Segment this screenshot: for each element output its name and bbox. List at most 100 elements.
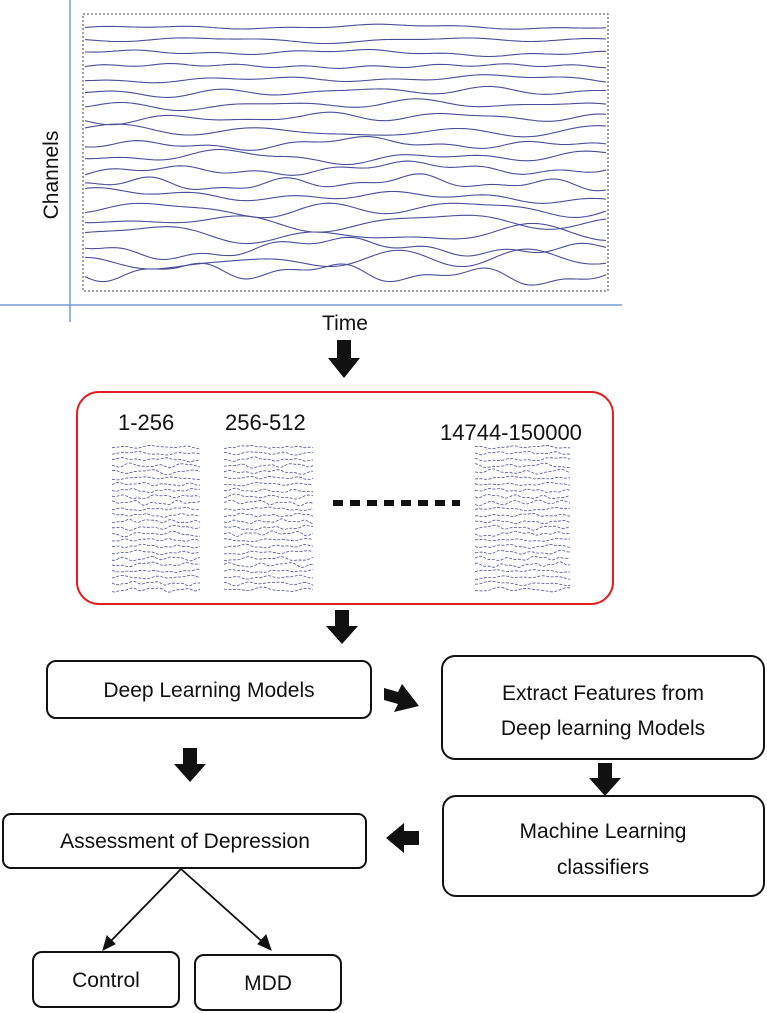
- arrow-right-diag: [384, 684, 419, 712]
- branch-arrowhead-control: [102, 935, 116, 951]
- window-1-trace-17: [111, 543, 201, 549]
- window-2-trace-21: [223, 569, 314, 573]
- eeg-trace-17: [84, 222, 607, 245]
- window-1-trace-15: [111, 530, 201, 538]
- arrow-left: [386, 823, 419, 853]
- eeg-trace-10: [84, 135, 607, 151]
- window-3-trace-21: [474, 569, 571, 574]
- window-3-trace-23: [475, 580, 571, 586]
- window-1-trace-11: [112, 507, 201, 511]
- control-label: Control: [72, 969, 140, 992]
- window-1-trace-18: [111, 549, 201, 556]
- window-2-trace-5: [223, 469, 314, 475]
- branch-arrows: [102, 868, 272, 951]
- window-2-trace-1: [223, 444, 314, 450]
- branch-arrowhead-mdd: [257, 934, 272, 951]
- control-box: [32, 951, 180, 1008]
- window-1-trace-24: [111, 587, 201, 593]
- window-2-trace-8: [223, 487, 314, 493]
- window-1-trace-1: [111, 444, 201, 450]
- window-1-trace-9: [111, 494, 201, 499]
- window-1-trace-14: [112, 524, 201, 531]
- mdd-label: MDD: [244, 972, 292, 995]
- y-axis-label: Channels: [40, 131, 63, 220]
- window-3-trace-9: [474, 494, 571, 500]
- eeg-plot-frame: [82, 13, 609, 292]
- window-2-trace-20: [223, 562, 314, 568]
- window-1-trace-12: [111, 513, 200, 518]
- window-1-trace-8: [111, 488, 201, 494]
- window-1-trace-22: [111, 574, 201, 580]
- extract-features-label-line1: Extract Features from: [502, 682, 704, 705]
- eeg-trace-15: [84, 202, 607, 219]
- window-2-trace-6: [223, 475, 314, 480]
- window-3-trace-16: [474, 538, 571, 542]
- window-3-trace-19: [474, 555, 571, 561]
- branch-arrow-control: [106, 868, 182, 946]
- window-2-trace-24: [223, 586, 314, 592]
- window-2-trace-11: [223, 506, 314, 511]
- eeg-trace-2: [84, 37, 607, 45]
- eeg-trace-12: [84, 160, 607, 176]
- window-2-trace-14: [223, 524, 313, 531]
- window-3-trace-7: [474, 481, 571, 486]
- extract-features-label-line2: Deep learning Models: [501, 717, 705, 740]
- window-3-trace-4: [474, 462, 571, 469]
- window-label-1: 1-256: [118, 410, 174, 435]
- ml-classifiers-label-line1: Machine Learning: [520, 820, 687, 843]
- deep-learning-label: Deep Learning Models: [103, 679, 314, 702]
- window-traces-2: [223, 444, 314, 592]
- eeg-trace-13: [84, 173, 607, 192]
- window-2-trace-18: [223, 550, 314, 555]
- assessment-label: Assessment of Depression: [60, 830, 310, 853]
- arrow-down-2: [326, 610, 358, 644]
- arrow-down-1: [328, 340, 360, 378]
- eeg-trace-6: [84, 85, 607, 98]
- window-1-trace-23: [111, 580, 201, 587]
- window-2-trace-10: [223, 499, 314, 507]
- eeg-trace-1: [84, 23, 607, 30]
- eeg-trace-11: [85, 148, 607, 166]
- window-2-trace-3: [223, 456, 314, 462]
- window-3-trace-11: [474, 506, 571, 512]
- window-3-trace-17: [474, 543, 571, 549]
- eeg-trace-20: [84, 262, 607, 286]
- segmentation-box: 1-256 256-512 14744-150000: [76, 391, 614, 605]
- eeg-trace-14: [84, 187, 607, 204]
- arrow-down-4: [589, 763, 621, 796]
- window-2-trace-16: [224, 538, 314, 543]
- window-1-trace-21: [111, 568, 201, 573]
- window-3-trace-3: [474, 457, 571, 462]
- window-2-trace-13: [223, 518, 314, 525]
- window-3-trace-10: [474, 499, 571, 506]
- segmentation-border: [76, 391, 614, 605]
- eeg-trace-8: [84, 111, 607, 126]
- mdd-box: [194, 954, 342, 1011]
- window-2-trace-12: [223, 512, 314, 518]
- window-1-trace-6: [111, 476, 200, 481]
- window-1-trace-10: [111, 499, 201, 506]
- eeg-trace-9: [84, 123, 607, 138]
- window-3-trace-6: [474, 475, 571, 480]
- window-3-trace-20: [474, 561, 571, 569]
- window-2-trace-9: [223, 493, 314, 500]
- window-2-trace-19: [224, 556, 314, 561]
- window-1-trace-19: [111, 556, 201, 562]
- branch-arrow-mdd: [180, 868, 267, 946]
- window-2-trace-23: [223, 581, 314, 587]
- window-3-trace-24: [475, 586, 571, 593]
- window-3-trace-15: [474, 530, 571, 537]
- window-3-trace-14: [474, 524, 571, 531]
- window-2-trace-17: [224, 543, 314, 549]
- window-3-trace-12: [474, 512, 571, 518]
- eeg-trace-4: [84, 62, 607, 69]
- deep-learning-box: [46, 660, 372, 719]
- x-axis-label: Time: [322, 312, 368, 335]
- assessment-box: [2, 813, 367, 869]
- window-1-trace-20: [111, 561, 200, 568]
- eeg-trace-5: [84, 74, 607, 84]
- window-3-trace-22: [474, 575, 571, 580]
- window-1-trace-4: [111, 462, 201, 469]
- window-1-trace-13: [111, 518, 201, 523]
- ml-classifiers-label-line2: classifiers: [557, 856, 649, 879]
